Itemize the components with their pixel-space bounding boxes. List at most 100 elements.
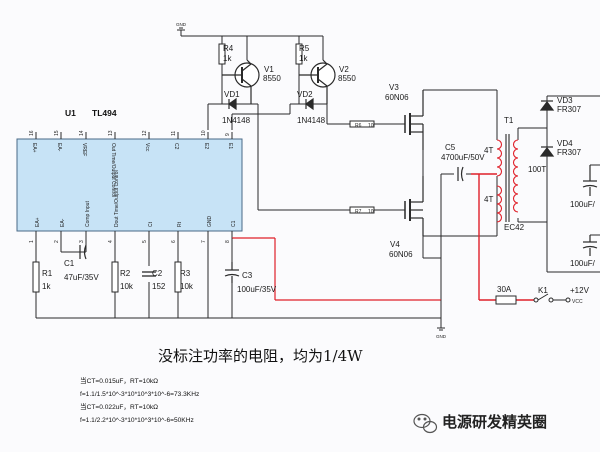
v4-mosfet-symbol [404, 176, 424, 236]
vd1-ref: VD1 [224, 90, 240, 99]
t1-core: EC42 [504, 223, 525, 232]
vd3-ref: VD3 [557, 96, 573, 105]
ic-bottom-pin-number: 5 [142, 240, 148, 243]
ic-top-pin-number: 16 [29, 130, 35, 136]
ic-top-pin-label: C2 [173, 143, 179, 150]
r5-ref: R5 [299, 44, 310, 53]
v3-mosfet-symbol [404, 90, 424, 150]
watermark-text: 电源研发精英圈 [442, 413, 547, 431]
k1-switch-symbol [533, 293, 571, 303]
supply-vcc: VCC [572, 299, 583, 305]
c5-capacitor-symbol [457, 166, 464, 182]
vd2-ref: VD2 [297, 90, 313, 99]
r3-value: 10k [180, 282, 194, 291]
c5-ref: C5 [445, 143, 456, 152]
v3-ref: V3 [389, 83, 399, 92]
tl494-ic-body [16, 138, 243, 232]
lower-wiring [35, 238, 445, 331]
r6-ref: R6 [355, 123, 362, 129]
ic-top-pin-number: 10 [201, 130, 207, 136]
ic-bottom-pin-label: Ct [148, 221, 154, 227]
c2-ref: C2 [152, 269, 163, 278]
r1-ref: R1 [42, 269, 53, 278]
vd4-diode-symbol [539, 146, 555, 157]
c5-value: 4700uF/50V [441, 153, 485, 162]
vd1-diode-symbol [227, 97, 237, 111]
v2-transistor-symbol [299, 59, 336, 104]
power-rating-note: 没标注功率的电阻，均为1/4W [158, 347, 363, 365]
top-gnd-label: GND [176, 22, 187, 27]
r7-ref: R7 [355, 209, 362, 215]
v1-ref: V1 [264, 65, 274, 74]
ic-pin-stubs [35, 132, 233, 238]
ic-top-pin-label: EA- [56, 143, 62, 152]
r2-resistor [111, 261, 119, 293]
ic-bottom-pin-number: 3 [79, 240, 85, 243]
vd2-value: 1N4148 [297, 116, 326, 125]
c1-supply-highlight [232, 237, 441, 301]
r1-resistor [32, 261, 40, 293]
c1-capacitor-symbol [79, 244, 87, 260]
output-capacitor-2-value: 100uF/ [570, 259, 596, 268]
ic-part: TL494 [92, 108, 117, 118]
vd4-value: FR307 [557, 148, 582, 157]
r3-ref: R3 [180, 269, 191, 278]
fuse-symbol [495, 295, 517, 305]
ic-top-pin-label: E1 [227, 143, 233, 149]
ic-bottom-pin-number: 4 [108, 240, 114, 243]
ic-bottom-pin-label: EA- [60, 218, 66, 227]
wechat-logo-icon [413, 413, 438, 434]
v4-value: 60N06 [389, 250, 413, 259]
ic-bottom-pin-label: Rt [177, 221, 183, 227]
r6-value: 10 [368, 123, 374, 129]
supply-voltage: +12V [570, 286, 590, 295]
r2-ref: R2 [120, 269, 131, 278]
vd3-diode-symbol [539, 100, 555, 111]
ic-bottom-pin-number: 8 [225, 240, 231, 243]
c1-ref: C1 [64, 259, 75, 268]
ic-bottom-pin-label: GND [207, 216, 213, 228]
v2-ref: V2 [339, 65, 349, 74]
formula-line-4: f=1.1/2.2*10^-3*10*10^3*10^-6=50KHz [80, 417, 194, 424]
ic-top-pin-number: 12 [142, 130, 148, 136]
vd3-value: FR307 [557, 105, 582, 114]
r1-value: 1k [42, 282, 51, 291]
r7-resistor [349, 206, 375, 214]
output-capacitor-2-symbol [582, 235, 598, 256]
ic-top-pin-label: Vcc [144, 143, 150, 152]
ic-top-pin-number: 11 [171, 131, 177, 136]
v2-value: 8550 [338, 74, 356, 83]
ic-top-pin-number: 15 [54, 130, 60, 136]
fuse-value: 30A [497, 285, 512, 294]
t1-winding1: 4T [484, 146, 493, 155]
formula-line-2: f=1.1/1.5*10^-3*10*10^3*10^-6=73.3KHz [80, 391, 199, 398]
top-ground-rail [177, 27, 324, 60]
r4-ref: R4 [223, 44, 234, 53]
t1-winding3: 100T [528, 165, 546, 174]
c3-value: 100uF/35V [237, 285, 277, 294]
c2-value: 152 [152, 282, 166, 291]
formula-line-1: 当CT=0.015uF，RT=10kΩ [80, 376, 158, 385]
vd1-value: 1N4148 [222, 116, 251, 125]
ic-top-pin-number: 13 [108, 130, 114, 136]
c3-ref: C3 [242, 271, 253, 280]
v1-transistor-symbol [222, 59, 260, 104]
t1-winding2: 4T [484, 195, 493, 204]
ic-top-pin-label: VREF [81, 143, 87, 156]
ic-bottom-pin-number: 2 [54, 240, 60, 243]
ic-top-pin-label: Out Time/Output Control [110, 143, 116, 197]
ic-bottom-pin-number: 7 [201, 240, 207, 243]
t1-transformer-symbol [496, 134, 519, 223]
r4-value: 1k [223, 54, 232, 63]
ic-bottom-pin-label: Dout Time/Output Control [114, 170, 120, 227]
output-capacitor-1-value: 100uF/ [570, 200, 596, 209]
ic-top-pin-number: 14 [79, 130, 85, 136]
r3-resistor [174, 261, 182, 293]
r2-value: 10k [120, 282, 134, 291]
formula-line-3: 当CT=0.022uF，RT=10kΩ [80, 402, 158, 411]
k1-ref: K1 [538, 286, 548, 295]
output-capacitor-1-symbol [582, 165, 598, 196]
